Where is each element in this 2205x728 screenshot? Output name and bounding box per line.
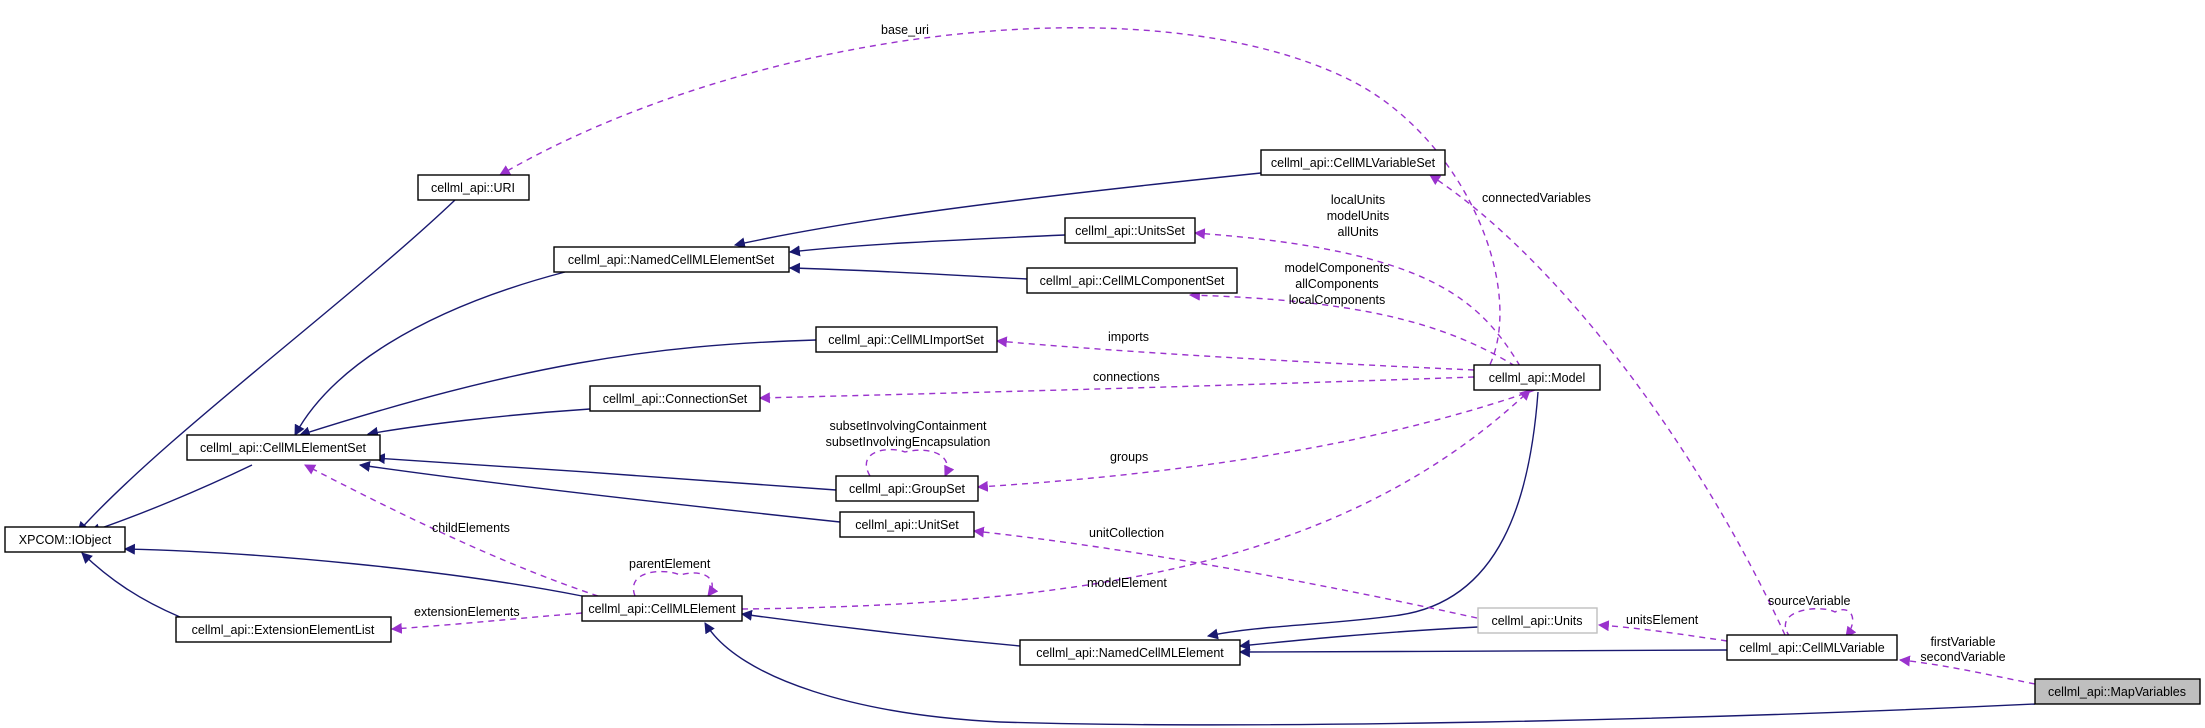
label-extension-elements: extensionElements	[414, 605, 520, 619]
svg-text:cellml_api::Units: cellml_api::Units	[1491, 614, 1582, 628]
edge-unitset-to-elementset	[358, 460, 841, 523]
svg-text:cellml_api::CellMLImportSet: cellml_api::CellMLImportSet	[828, 333, 984, 347]
edge-units-sets	[1193, 228, 1521, 367]
label-model-units: modelUnits	[1327, 209, 1390, 223]
edge-unitsset-to-namedelementset	[788, 234, 1066, 257]
inheritance-edges	[77, 172, 2036, 726]
label-base-uri: base_uri	[881, 23, 929, 37]
label-connected-variables: connectedVariables	[1482, 191, 1591, 205]
label-model-components: modelComponents	[1285, 261, 1390, 275]
edge-componentset-to-namedelementset	[788, 262, 1028, 280]
node-named-cellml-element[interactable]: cellml_api::NamedCellMLElement	[1019, 639, 1241, 666]
svg-text:cellml_api::ConnectionSet: cellml_api::ConnectionSet	[603, 392, 748, 406]
label-parent-element: parentElement	[629, 557, 711, 571]
label-local-components: localComponents	[1289, 293, 1386, 307]
svg-text:XPCOM::IObject: XPCOM::IObject	[19, 533, 112, 547]
svg-text:cellml_api::MapVariables: cellml_api::MapVariables	[2048, 685, 2186, 699]
edge-parent-element-self	[632, 570, 719, 597]
svg-text:cellml_api::CellMLVariable: cellml_api::CellMLVariable	[1739, 641, 1884, 655]
label-source-variable: sourceVariable	[1768, 594, 1851, 608]
node-units-set[interactable]: cellml_api::UnitsSet	[1064, 217, 1196, 244]
svg-text:cellml_api::CellMLElement: cellml_api::CellMLElement	[588, 602, 736, 616]
node-connection-set[interactable]: cellml_api::ConnectionSet	[589, 385, 761, 412]
svg-text:cellml_api::CellMLComponentSet: cellml_api::CellMLComponentSet	[1040, 274, 1225, 288]
label-connections: connections	[1093, 370, 1160, 384]
node-group-set[interactable]: cellml_api::GroupSet	[835, 475, 979, 502]
svg-text:cellml_api::CellMLVariableSet: cellml_api::CellMLVariableSet	[1271, 156, 1436, 170]
edge-variable-to-namedelement	[1238, 646, 1728, 658]
label-unit-collection: unitCollection	[1089, 526, 1164, 540]
svg-text:cellml_api::ExtensionElementLi: cellml_api::ExtensionElementList	[192, 623, 375, 637]
svg-text:cellml_api::UnitsSet: cellml_api::UnitsSet	[1075, 224, 1185, 238]
edge-subset-self	[865, 448, 955, 477]
edge-source-variable-self	[1784, 608, 1857, 638]
label-local-units: localUnits	[1331, 193, 1385, 207]
svg-text:cellml_api::GroupSet: cellml_api::GroupSet	[849, 482, 966, 496]
usage-edges	[304, 27, 2036, 685]
edge-child-elements	[304, 464, 599, 597]
node-named-cellml-element-set[interactable]: cellml_api::NamedCellMLElementSet	[553, 246, 790, 273]
node-cellml-element-set[interactable]: cellml_api::CellMLElementSet	[186, 434, 381, 461]
label-subset-containment: subsetInvolvingContainment	[829, 419, 987, 433]
edge-uri-to-iobject	[77, 199, 456, 533]
svg-text:cellml_api::NamedCellMLElement: cellml_api::NamedCellMLElement	[1036, 646, 1224, 660]
label-subset-encapsulation: subsetInvolvingEncapsulation	[826, 435, 991, 449]
edge-element-to-iobject	[123, 543, 583, 597]
node-cellml-component-set[interactable]: cellml_api::CellMLComponentSet	[1026, 267, 1238, 294]
edge-groupset-to-elementset	[373, 453, 837, 491]
node-extension-element-list[interactable]: cellml_api::ExtensionElementList	[175, 616, 392, 643]
svg-text:cellml_api::Model: cellml_api::Model	[1489, 371, 1586, 385]
edge-component-sets	[1188, 289, 1516, 367]
label-child-elements: childElements	[432, 521, 510, 535]
label-groups: groups	[1110, 450, 1148, 464]
edge-model-to-namedelement	[1206, 391, 1539, 640]
edge-labels: base_uri connectedVariables localUnits m…	[414, 23, 2006, 664]
svg-text:cellml_api::URI: cellml_api::URI	[431, 181, 515, 195]
edge-elementset-to-iobject	[88, 464, 253, 535]
node-iobject[interactable]: XPCOM::IObject	[4, 526, 126, 553]
svg-text:cellml_api::CellMLElementSet: cellml_api::CellMLElementSet	[200, 441, 367, 455]
node-map-variables[interactable]: cellml_api::MapVariables	[2034, 678, 2201, 705]
edge-namedelement-to-element	[740, 609, 1021, 647]
node-cellml-import-set[interactable]: cellml_api::CellMLImportSet	[815, 326, 998, 353]
label-second-variable: secondVariable	[1920, 650, 2005, 664]
edge-variableset-to-namedelementset	[733, 172, 1262, 249]
edge-base-uri	[499, 27, 1501, 375]
node-unit-set[interactable]: cellml_api::UnitSet	[839, 511, 975, 538]
edge-unit-collection	[972, 526, 1478, 619]
edge-connected-variables	[1429, 174, 1786, 636]
edge-connectionset-to-elementset	[366, 408, 591, 438]
edge-units-to-namedelement	[1238, 626, 1479, 651]
label-all-components: allComponents	[1295, 277, 1378, 291]
label-imports: imports	[1108, 330, 1149, 344]
node-units[interactable]: cellml_api::Units	[1477, 607, 1598, 634]
edge-namedelementset-to-elementset	[294, 271, 566, 436]
label-all-units: allUnits	[1338, 225, 1379, 239]
node-cellml-variable-set[interactable]: cellml_api::CellMLVariableSet	[1260, 149, 1446, 176]
edge-model-element	[741, 389, 1531, 610]
edge-mapvariables-to-element	[704, 622, 2036, 726]
edge-units-element	[1597, 620, 1728, 642]
edge-imports	[995, 336, 1475, 371]
svg-text:cellml_api::UnitSet: cellml_api::UnitSet	[855, 518, 959, 532]
label-first-variable: firstVariable	[1930, 635, 1995, 649]
label-model-element: modelElement	[1087, 576, 1167, 590]
edge-variable-pair	[1898, 655, 2036, 685]
edge-importset-to-elementset	[298, 339, 817, 438]
label-units-element: unitsElement	[1626, 613, 1699, 627]
edge-groups	[976, 389, 1536, 492]
node-model[interactable]: cellml_api::Model	[1473, 364, 1601, 391]
node-cellml-element[interactable]: cellml_api::CellMLElement	[581, 595, 743, 622]
svg-text:cellml_api::NamedCellMLElement: cellml_api::NamedCellMLElementSet	[568, 253, 775, 267]
node-cellml-variable[interactable]: cellml_api::CellMLVariable	[1726, 634, 1898, 661]
node-uri[interactable]: cellml_api::URI	[417, 174, 530, 201]
edge-extensionlist-to-iobject	[81, 552, 181, 618]
